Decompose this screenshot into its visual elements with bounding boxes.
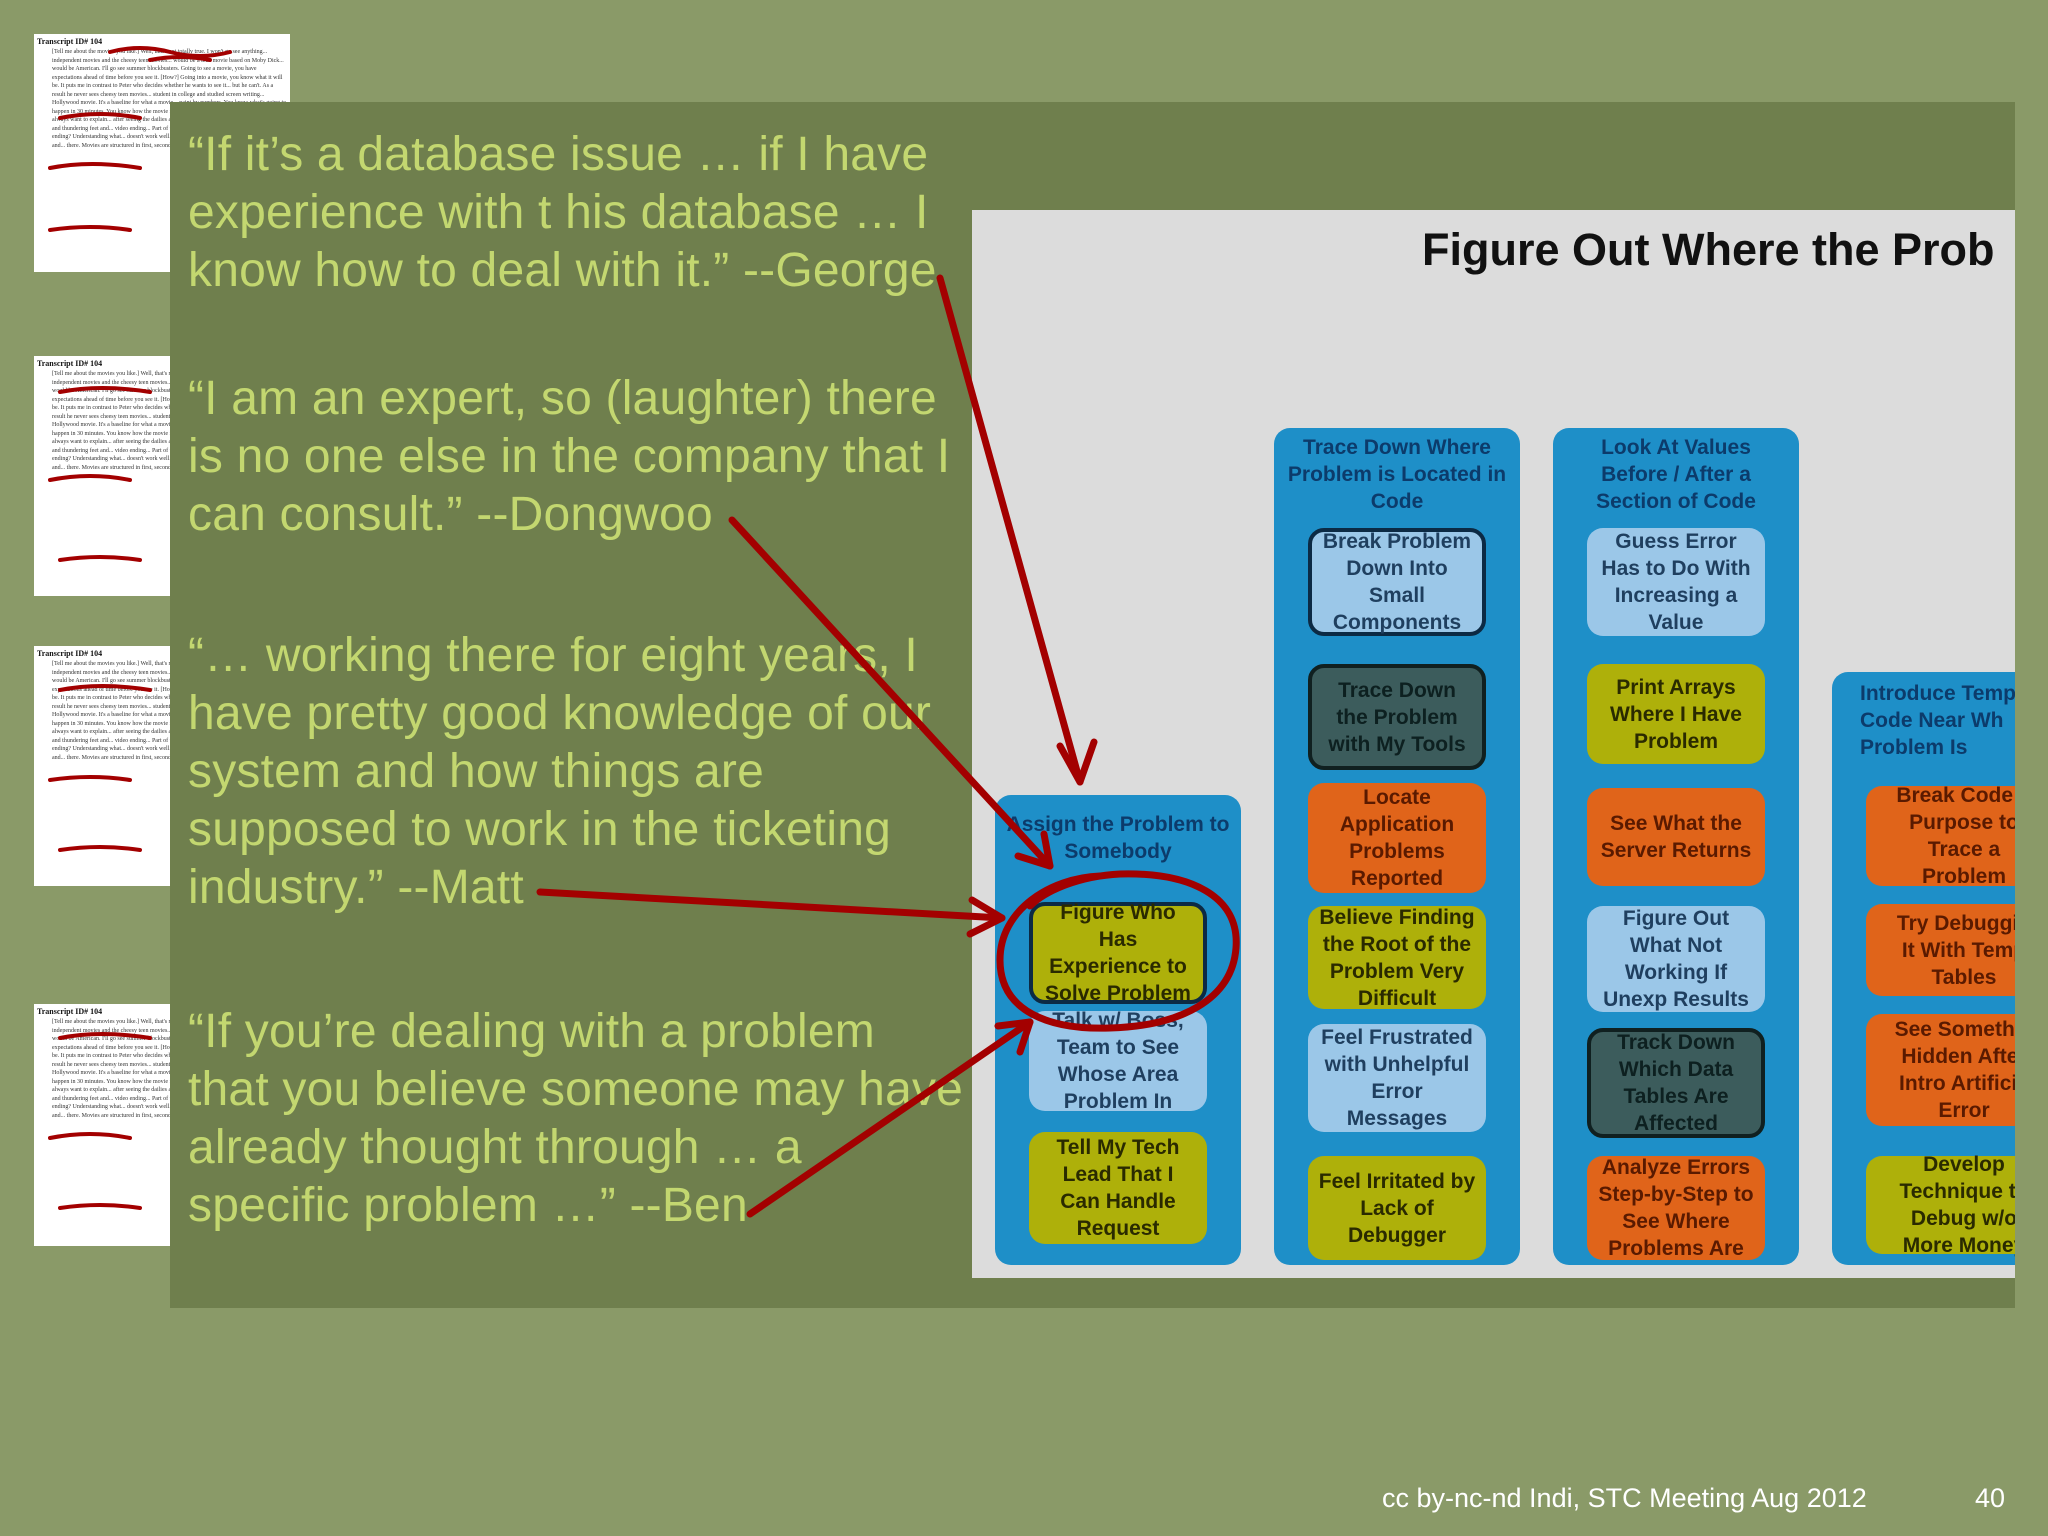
transcript-title: Transcript ID# 104 — [37, 649, 103, 658]
card-see-server-returns: See What the Server Returns — [1587, 788, 1765, 886]
card-develop-technique: Develop Technique to Debug w/o More Mone… — [1866, 1153, 2015, 1257]
column-look-at-values: Look At Values Before / After a Section … — [1553, 428, 1799, 1265]
column-header: Assign the Problem to Somebody — [1006, 813, 1230, 863]
card-see-something-hidden: See Somethin Hidden After Intro Artifici… — [1866, 1014, 2015, 1126]
card-figure-who-has-experience: Figure Who Has Experience to Solve Probl… — [1029, 901, 1207, 1005]
card-believe-root-difficult: Believe Finding the Root of the Problem … — [1308, 906, 1486, 1010]
column-header: Trace Down Where Problem is Located in C… — [1287, 436, 1507, 513]
transcript-body: [Tell me about the movies you like.] Wel… — [52, 371, 286, 471]
transcript-title: Transcript ID# 104 — [37, 37, 103, 46]
column-trace-down-problem: Trace Down Where Problem is Located in C… — [1274, 428, 1520, 1265]
column-introduce-temp-code: Introduce Temp Code Near Wh Problem Is B… — [1832, 672, 2015, 1265]
quote-george: “If it’s a database issue … if I have ex… — [188, 128, 937, 297]
card-track-down-data-tables: Track Down Which Data Tables Are Affecte… — [1587, 1028, 1765, 1138]
card-print-arrays: Print Arrays Where I Have Problem — [1587, 664, 1765, 764]
column-assign-problem: Assign the Problem to Somebody Figure Wh… — [995, 795, 1241, 1265]
footer-credit: cc by-nc-nd Indi, STC Meeting Aug 2012 — [1382, 1483, 1867, 1513]
page-number: 40 — [1975, 1483, 2006, 1513]
card-break-code-on-purpose: Break Code o Purpose to Trace a Problem — [1866, 784, 2015, 888]
card-tell-tech-lead: Tell My Tech Lead That I Can Handle Requ… — [1029, 1132, 1207, 1244]
card-talk-with-boss: Talk w/ Boss, Team to See Whose Area Pro… — [1029, 1009, 1207, 1113]
card-feel-irritated: Feel Irritated by Lack of Debugger — [1308, 1156, 1486, 1260]
card-trace-with-tools: Trace Down the Problem with My Tools — [1308, 664, 1486, 770]
card-feel-frustrated: Feel Frustrated with Unhelpful Error Mes… — [1308, 1024, 1486, 1132]
card-locate-app-problems: Locate Application Problems Reported — [1308, 783, 1486, 893]
quote-dongwoo: “I am an expert, so (laughter) there is … — [188, 372, 951, 541]
quote-ben: “If you’re dealing with a problem that y… — [188, 1005, 964, 1232]
transcript-title: Transcript ID# 104 — [37, 1007, 103, 1016]
slide-title: Figure Out Where the Prob — [1422, 224, 1995, 275]
transcript-body: [Tell me about the movies you like.] Wel… — [52, 1019, 286, 1119]
column-header: Introduce Temp Code Near Wh Problem Is — [1860, 682, 2015, 759]
column-header: Look At Values Before / After a Section … — [1596, 436, 1756, 513]
card-guess-error-value: Guess Error Has to Do With Increasing a … — [1587, 528, 1765, 636]
quote-matt: “… working there for eight years, I have… — [188, 629, 932, 914]
card-try-debugging-temp-tables: Try Debuggin It With Temp Tables — [1866, 904, 2015, 996]
transcript-body: [Tell me about the movies you like.] Wel… — [52, 661, 286, 761]
card-analyze-errors: Analyze Errors Step-by-Step to See Where… — [1587, 1156, 1765, 1260]
affinity-diagram-slide: Figure Out Where the Prob Assign the Pro… — [972, 210, 2015, 1278]
card-figure-out-not-working: Figure Out What Not Working If Unexp Res… — [1587, 906, 1765, 1012]
card-break-problem-down: Break Problem Down Into Small Components — [1308, 528, 1486, 636]
transcript-title: Transcript ID# 104 — [37, 359, 103, 368]
